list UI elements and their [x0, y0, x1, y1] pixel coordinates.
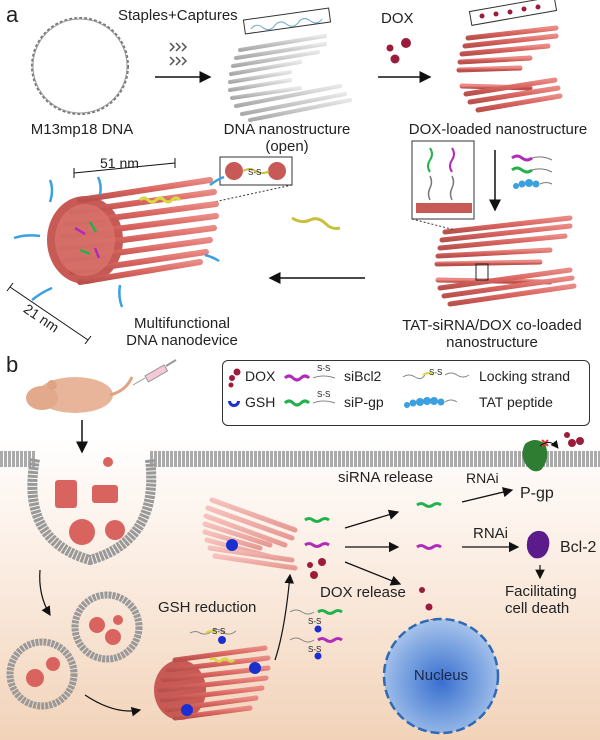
- nanostructures-in-pit: [55, 457, 125, 545]
- arrow-endosome: [39, 569, 51, 617]
- panel-a-label: a: [6, 2, 19, 27]
- legend-ss-3: S-S: [429, 368, 443, 377]
- legend-gsh: GSH: [245, 394, 276, 410]
- open-nanostructure-label-2: (open): [265, 138, 309, 155]
- dox-loaded-nanostructure: [456, 0, 563, 113]
- opened-nanodevice: [202, 497, 298, 571]
- co-loaded-label-1: TAT-siRNA/DOX co-loaded: [402, 317, 582, 334]
- cell-death-label-1: Facilitating: [505, 583, 577, 600]
- m13-circular-dna: [31, 17, 129, 115]
- free-sibcl2: [416, 544, 442, 550]
- rnai-bottom-label: RNAi: [473, 525, 509, 542]
- tat-peptide-icon: [404, 397, 458, 408]
- co-loaded-label-2: nanostructure: [446, 334, 538, 351]
- arrow-sipgp-release: [344, 509, 400, 529]
- cleaved-strands-gsh: [289, 609, 343, 660]
- arrow-escape: [84, 694, 142, 717]
- nanodevice-label-1: Multifunctional: [134, 315, 230, 332]
- panel-b-label: b: [6, 352, 19, 377]
- legend-dox: DOX: [245, 368, 276, 384]
- legend-sipgp: siP-gp: [344, 394, 384, 410]
- pgp-label: P-gp: [520, 485, 554, 502]
- disulfide-inset: [199, 156, 293, 206]
- legend: DOX GSH S-S S-S S-S siBcl2 siP-gp Lockin…: [222, 360, 590, 426]
- released-sirna-sipgp: [304, 517, 330, 523]
- legend-tat-peptide: TAT peptide: [479, 394, 553, 410]
- dox-label: DOX: [381, 10, 414, 27]
- legend-ss-2: S-S: [317, 390, 331, 399]
- legend-ss-1: S-S: [317, 364, 331, 373]
- open-dna-nanostructure: [228, 7, 352, 122]
- nanodevice-label-2: DNA nanodevice: [126, 332, 238, 349]
- nucleus-label: Nucleus: [413, 667, 469, 684]
- gsh-icon: [228, 401, 240, 407]
- co-loaded-nanostructure: [411, 215, 577, 307]
- sibcl2-icon: [283, 374, 336, 382]
- endosome: [71, 591, 143, 663]
- sirna-tat-cargo: [511, 154, 553, 189]
- rnai-top-label: RNAi: [466, 470, 499, 486]
- cell-death-label-2: cell death: [505, 600, 570, 617]
- legend-sibcl2: siBcl2: [344, 368, 382, 384]
- dox-loaded-label: DOX-loaded nanostructure: [408, 121, 588, 138]
- released-sirna-sibcl2: [304, 542, 330, 548]
- staples-captures-label: Staples+Captures: [118, 7, 238, 24]
- sirna-release-label: siRNA release: [338, 469, 434, 486]
- cell-membrane: [0, 451, 600, 467]
- locking-strand: [291, 216, 341, 230]
- ss-label-locking: S-S: [212, 627, 226, 636]
- ss-label-sipgp: S-S: [308, 617, 322, 626]
- released-dox: [307, 558, 326, 579]
- disulfide-label: S-S: [248, 168, 262, 177]
- arrow-gsh-reduction: [274, 573, 295, 661]
- free-sipgp: [416, 502, 442, 508]
- legend-locking-strand: Locking strand: [479, 368, 571, 384]
- dox-release-label: DOX release: [320, 584, 406, 601]
- dox-icon: [228, 368, 241, 388]
- gsh-reduction-label: GSH reduction: [158, 599, 257, 616]
- m13-label: M13mp18 DNA: [30, 121, 134, 138]
- open-nanostructure-label-1: DNA nanostructure: [223, 121, 351, 138]
- endocytic-vesicle: [27, 458, 157, 566]
- locking-strand-gsh: [189, 628, 237, 644]
- bcl2-label: Bcl-2: [560, 539, 597, 556]
- nucleus: [382, 617, 500, 735]
- closed-nanodevice-cytoplasm: [154, 645, 271, 721]
- length-scale-label: 51 nm: [100, 155, 139, 171]
- syringe-icon: [132, 359, 177, 386]
- locking-strand-icon: [402, 372, 470, 380]
- arrow-rnai-pgp: [461, 487, 514, 503]
- multifunctional-nanodevice: [6, 158, 225, 345]
- dox-molecules: [386, 38, 411, 64]
- staples-chevrons-icon: [169, 42, 188, 66]
- nude-mouse: [26, 376, 134, 413]
- arrow-dox-release: [344, 561, 402, 586]
- sipgp-icon: [283, 399, 336, 407]
- endosome: [6, 638, 78, 710]
- bcl2-protein: [526, 530, 550, 559]
- pgp-protein: [522, 432, 584, 472]
- ss-label-sibcl2: S-S: [308, 645, 322, 654]
- sirna-hybridization-inset: [411, 140, 475, 220]
